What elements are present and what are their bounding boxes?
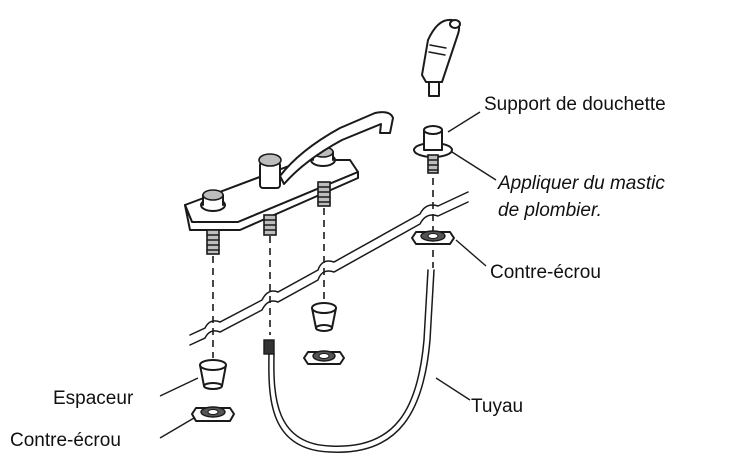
spacer-left — [199, 359, 227, 390]
sink-deck-outline — [189, 191, 469, 336]
lock-nut-right-faucet — [303, 350, 345, 365]
faucet-body — [184, 111, 394, 231]
lock-nut-left — [191, 406, 235, 422]
leader-tuyau — [435, 377, 471, 401]
leader-support — [447, 111, 481, 133]
sprayer-hose — [268, 269, 435, 453]
sprayer-support — [413, 125, 453, 174]
label-tuyau: Tuyau — [471, 396, 524, 417]
hose-fitting — [263, 339, 275, 355]
sink-deck-outline — [189, 201, 469, 346]
sprayer-head — [421, 18, 461, 97]
spacer-right — [311, 302, 337, 332]
leader-espaceur — [159, 377, 199, 397]
left-shank — [206, 229, 220, 255]
leader-contre-ecrou-left — [159, 417, 195, 439]
label-contre-ecrou-left: Contre-écrou — [10, 430, 121, 451]
center-hose-connector — [263, 214, 277, 236]
right-shank — [317, 181, 331, 207]
label-espaceur: Espaceur — [53, 388, 134, 409]
leader-appliquer — [451, 151, 497, 181]
label-appliquer-line2: de plombier. — [498, 200, 602, 221]
label-contre-ecrou-right: Contre-écrou — [490, 262, 601, 283]
sprayer-hose-inner — [273, 269, 429, 447]
leader-contre-ecrou-right — [455, 239, 487, 267]
label-appliquer-line1: Appliquer du mastic — [498, 173, 665, 194]
lock-nut-sprayer — [411, 230, 455, 245]
label-support-douchette: Support de douchette — [484, 94, 666, 115]
